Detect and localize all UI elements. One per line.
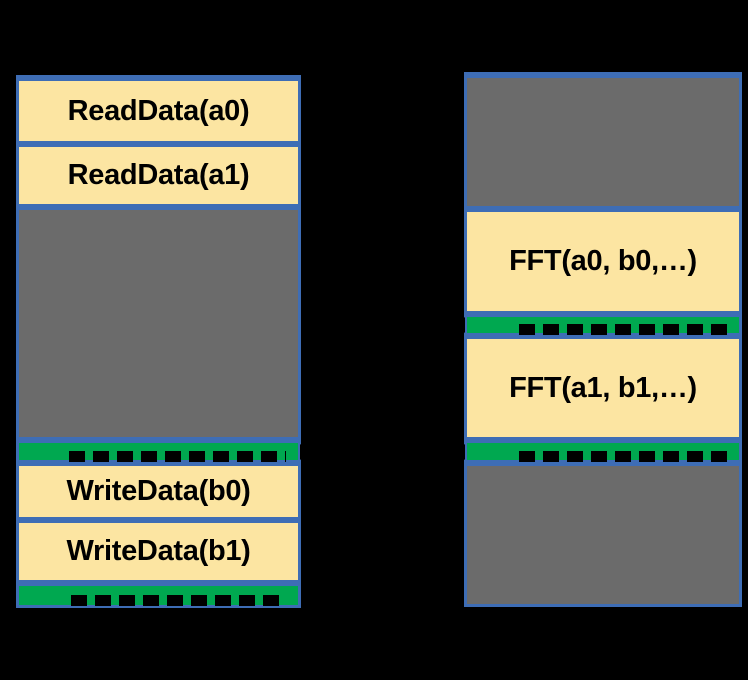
timeline-block-label: FFT(a1, b1,…) bbox=[509, 371, 697, 404]
timeline-block-label: FFT(a0, b0,…) bbox=[509, 245, 697, 277]
timeline-column-data-movement: ReadData(a0) ReadData(a1) WriteData(b0) … bbox=[16, 75, 310, 608]
timeline-block-sync-barrier[interactable] bbox=[455, 314, 742, 336]
timeline-block-sync-barrier[interactable] bbox=[16, 440, 310, 463]
dashed-line-icon bbox=[519, 450, 727, 462]
timeline-block-sync-barrier[interactable] bbox=[16, 583, 301, 608]
timeline-block-idle bbox=[16, 207, 301, 440]
timeline-block-writedata-b1[interactable]: WriteData(b1) bbox=[16, 520, 301, 583]
dashed-line-icon bbox=[71, 594, 284, 606]
timeline-block-label: WriteData(b1) bbox=[66, 535, 251, 567]
arrow-right-icon bbox=[300, 443, 310, 460]
timeline-block-label: ReadData(a0) bbox=[67, 94, 250, 127]
timeline-column-compute: FFT(a0, b0,…) FFT(a1, b1,…) bbox=[455, 72, 742, 607]
dashed-line-icon bbox=[69, 450, 286, 462]
timeline-block-fft-a1-b1[interactable]: FFT(a1, b1,…) bbox=[464, 336, 742, 440]
timeline-block-sync-barrier[interactable] bbox=[455, 440, 742, 463]
timeline-block-readdata-a1[interactable]: ReadData(a1) bbox=[16, 144, 301, 207]
timeline-block-label: ReadData(a1) bbox=[67, 159, 250, 191]
dashed-line-icon bbox=[519, 324, 727, 335]
arrow-left-icon bbox=[455, 443, 465, 460]
timeline-block-idle bbox=[464, 463, 742, 607]
timeline-block-fft-a0-b0[interactable]: FFT(a0, b0,…) bbox=[464, 209, 742, 314]
timeline-block-idle bbox=[464, 75, 742, 209]
timeline-block-writedata-b0[interactable]: WriteData(b0) bbox=[16, 463, 301, 520]
arrow-left-icon bbox=[455, 317, 465, 333]
timeline-block-label: WriteData(b0) bbox=[66, 475, 251, 507]
timeline-block-readdata-a0[interactable]: ReadData(a0) bbox=[16, 78, 301, 144]
